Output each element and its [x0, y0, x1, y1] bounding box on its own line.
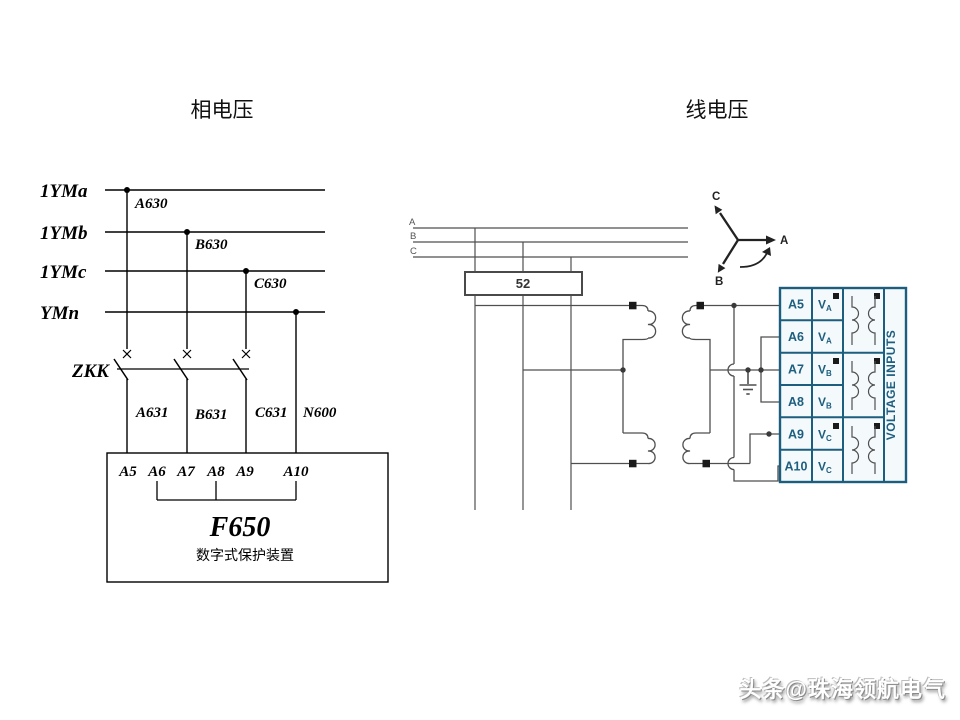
term-a8: A8	[206, 464, 225, 480]
breaker-52-label: 52	[516, 276, 530, 291]
voltage-inputs-strip-label: VOLTAGE INPUTS	[884, 330, 898, 441]
bus-label-1ymb: 1YMb	[40, 223, 88, 244]
left-drop-wires	[126, 190, 297, 453]
left-bus-labels: 1YMa 1YMb 1YMc YMn	[40, 181, 88, 324]
wire-label-c631: C631	[255, 405, 288, 421]
phasor-label-c: C	[712, 191, 720, 203]
breaker-52-box	[464, 271, 583, 296]
phasor-arrow-b	[717, 263, 726, 273]
v-label-5: VC	[818, 428, 832, 444]
feeder-verticals	[474, 228, 572, 510]
blk-term-a5: A5	[788, 298, 804, 312]
bus-label-1ymc: 1YMc	[40, 262, 87, 283]
right-bus-labels: A B C	[409, 217, 417, 257]
right-bus-lines	[413, 227, 688, 258]
watermark: 头条@珠海领航电气	[739, 677, 946, 702]
device-model: F650	[209, 512, 271, 543]
rbus-a: A	[409, 217, 416, 228]
term-a9: A9	[235, 464, 254, 480]
phasor-label-a: A	[780, 235, 788, 247]
right-junction-dots	[620, 302, 772, 437]
ground-symbol	[739, 370, 757, 395]
phasor-diagram: A B C	[712, 191, 788, 288]
wire-label-c630: C630	[254, 276, 287, 292]
v-label-2: VA	[818, 330, 832, 346]
v-label-3: VB	[818, 363, 832, 379]
left-tap-labels: A630 B630 C630	[134, 196, 287, 292]
block-v-labels: VA VA VB VB VC VC	[818, 298, 832, 476]
vt-wiring	[475, 304, 780, 482]
block-polarity-marks	[833, 293, 880, 429]
blk-term-a10: A10	[785, 460, 808, 474]
rbus-b: B	[410, 231, 416, 242]
zkk-label: ZKK	[71, 361, 110, 382]
blk-term-a8: A8	[788, 395, 804, 409]
phase-voltage-title: 相电压	[191, 98, 254, 122]
polarity-marks	[629, 301, 710, 468]
wire-label-a630: A630	[134, 196, 168, 212]
rbus-c: C	[410, 246, 417, 257]
bus-label-1yma: 1YMa	[40, 181, 88, 202]
term-a5: A5	[118, 464, 137, 480]
device-description: 数字式保护装置	[196, 548, 294, 564]
block-grid	[780, 288, 885, 482]
block-winding-symbols	[851, 296, 876, 474]
wire-label-n600: N600	[302, 405, 337, 421]
rotation-arrow-head	[762, 247, 771, 256]
neutral-tie-bracket	[156, 481, 297, 501]
v-label-4: VB	[818, 395, 832, 411]
left-bus-lines	[105, 189, 325, 313]
term-a7: A7	[176, 464, 195, 480]
blk-term-a7: A7	[788, 363, 804, 377]
phasor-arrow-c	[714, 205, 723, 215]
phasor-arrow-a	[766, 235, 776, 245]
wire-label-b631: B631	[194, 407, 228, 423]
zkk-switch	[113, 349, 251, 381]
line-voltage-title: 线电压	[686, 98, 749, 122]
bus-label-ymn: YMn	[40, 303, 79, 324]
block-terminals: A5 A6 A7 A8 A9 A10	[785, 298, 808, 474]
blk-term-a9: A9	[788, 428, 804, 442]
term-a10: A10	[282, 464, 309, 480]
voltage-inputs-block: A5 A6 A7 A8 A9 A10 VA VA VB VB VC VC	[778, 286, 908, 484]
rotation-arc	[739, 252, 768, 268]
blk-term-a6: A6	[788, 330, 804, 344]
term-a6: A6	[147, 464, 166, 480]
phasor-label-b: B	[715, 276, 723, 288]
wire-label-a631: A631	[135, 405, 169, 421]
v-label-1: VA	[818, 298, 832, 314]
left-junction-dots	[124, 187, 299, 315]
f650-device-box	[106, 452, 389, 583]
left-wire-labels: A631 B631 C631 N600	[135, 405, 337, 423]
f650-terminal-labels: A5 A6 A7 A8 A9 A10	[118, 464, 309, 480]
wire-label-b630: B630	[194, 237, 228, 253]
v-label-6: VC	[818, 460, 832, 476]
